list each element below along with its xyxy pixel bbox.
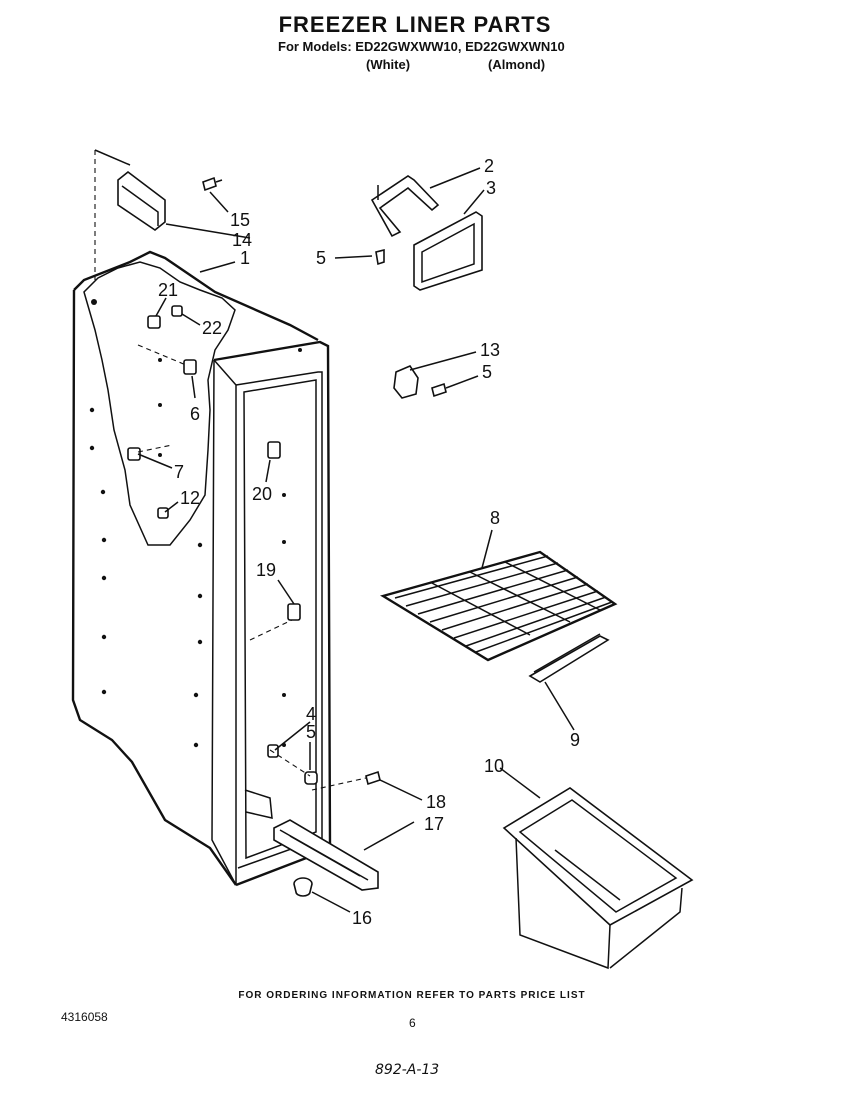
ordering-info-note: FOR ORDERING INFORMATION REFER TO PARTS … [238, 990, 586, 1001]
callout-16: 16 [352, 908, 372, 928]
callout-10: 10 [484, 756, 504, 776]
glide-16 [293, 877, 313, 897]
callout-7: 7 [174, 462, 184, 482]
callout-19: 19 [256, 560, 276, 580]
leader-lines [137, 167, 575, 913]
screw-18 [365, 770, 381, 786]
light-bracket-assembly [370, 175, 483, 291]
callout-2: 2 [484, 156, 494, 176]
callout-5-socket: 5 [482, 362, 492, 382]
callout-5-light: 5 [316, 248, 326, 268]
handwritten-code: 892-A-13 [375, 1062, 440, 1078]
callout-12: 12 [180, 488, 200, 508]
freezer-bin [502, 787, 694, 970]
light-socket [393, 365, 447, 399]
callout-22: 22 [202, 318, 222, 338]
page-title: FREEZER LINER PARTS [278, 12, 552, 37]
callout-14: 14 [232, 230, 252, 250]
shelf-rail [528, 633, 610, 683]
document-number: 4316058 [61, 1010, 108, 1024]
variant-white-label: (White) [366, 57, 411, 72]
models-line: For Models: ED22GWXWW10, ED22GWXWN10 [278, 39, 565, 54]
freezer-liner [71, 150, 332, 887]
variant-almond-label: (Almond) [488, 57, 546, 72]
callout-4: 4 [306, 704, 316, 724]
callout-15: 15 [230, 210, 250, 230]
leader-dash-18 [311, 777, 367, 791]
callout-6: 6 [190, 404, 200, 424]
callout-20: 20 [252, 484, 272, 504]
callout-3: 3 [486, 178, 496, 198]
wire-shelf [380, 550, 618, 662]
callout-8: 8 [490, 508, 500, 528]
callout-9: 9 [570, 730, 580, 750]
callout-18: 18 [426, 792, 446, 812]
callout-5-bottom: 5 [306, 722, 316, 742]
callout-17: 17 [424, 814, 444, 834]
hinge-bracket-assembly [94, 149, 223, 231]
page-number: 6 [409, 1016, 416, 1030]
trim-strip [273, 819, 379, 891]
callout-13: 13 [480, 340, 500, 360]
callout-1: 1 [240, 248, 250, 268]
callout-21: 21 [158, 280, 178, 300]
callout-labels: 2 3 15 14 1 5 21 22 13 5 6 7 20 12 8 19 … [158, 156, 580, 928]
